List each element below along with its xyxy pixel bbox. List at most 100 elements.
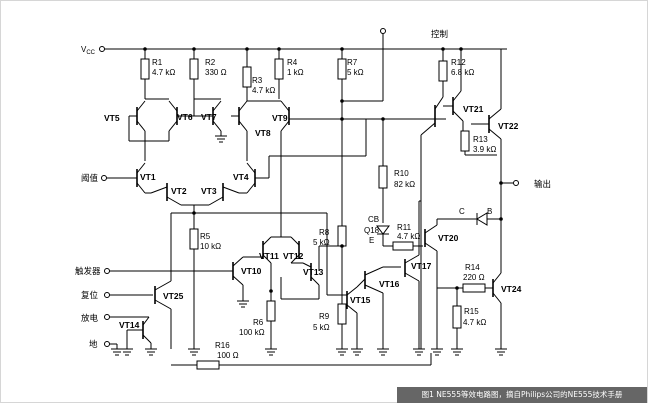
svg-text:VT7: VT7 [201,112,217,122]
svg-text:R14: R14 [465,263,480,272]
trigger-label: 触发器 [75,266,101,277]
svg-text:1 kΩ: 1 kΩ [287,68,304,77]
svg-text:VT1: VT1 [140,172,156,182]
svg-text:R1: R1 [152,58,163,67]
svg-text:4.7 kΩ: 4.7 kΩ [397,232,420,241]
ground-symbols [111,348,507,356]
resistor-r5: R5 10 kΩ [189,228,221,251]
svg-text:4.7 kΩ: 4.7 kΩ [463,318,486,327]
vt11: VT11 [259,236,279,264]
svg-text:VT10: VT10 [241,266,262,276]
resistor-r15: R15 4.7 kΩ [452,305,486,329]
svg-text:5 kΩ: 5 kΩ [313,323,330,332]
cb-diode: C B [459,207,501,226]
ground-label: 地 [89,339,98,350]
svg-text:VT4: VT4 [233,172,249,182]
svg-text:R3: R3 [252,76,263,85]
svg-text:VT3: VT3 [201,186,217,196]
q18-diode: CB Q18 E [364,215,390,246]
svg-text:VT21: VT21 [463,104,484,114]
svg-text:VT6: VT6 [177,112,193,122]
vt17: VT17 [404,254,432,282]
svg-text:VT14: VT14 [119,320,140,330]
vt24: VT24 [492,272,522,304]
svg-text:R12: R12 [451,58,466,67]
vt3: VT3 [201,183,240,206]
svg-text:330 Ω: 330 Ω [205,68,227,77]
svg-text:R8: R8 [319,228,330,237]
vt15: VT15 [346,286,371,314]
vt9: VT9 [272,100,297,132]
svg-text:5 kΩ: 5 kΩ [313,238,330,247]
vt16: VT16 [364,266,400,294]
vt10: VT10 [232,256,262,308]
vt1: VT1 [107,162,156,194]
junction-dots [143,47,503,293]
resistor-r2: R2 330 Ω [189,49,227,99]
svg-text:4.7 kΩ: 4.7 kΩ [152,68,175,77]
reset-label: 复位 [81,290,99,301]
svg-text:C: C [459,207,465,216]
reset-input[interactable]: 复位 [81,290,153,301]
svg-text:R5: R5 [200,232,211,241]
resistor-r4: R4 1 kΩ [274,49,304,99]
svg-text:VT15: VT15 [350,295,371,305]
svg-text:220 Ω: 220 Ω [463,273,485,282]
figure-caption: 图1 NE555等效电路图，摘自Philips公司的NE555技术手册 [397,387,647,403]
control-label: 控制 [431,29,448,40]
vcc-label: VCC [81,45,96,56]
svg-text:3.9 kΩ: 3.9 kΩ [473,145,496,154]
resistor-r12: R12 6.8 kΩ [438,49,474,97]
resistor-r7: R7 5 kΩ [337,49,364,101]
resistor-r6: R6 100 kΩ [239,291,276,349]
resistor-r10: R10 82 kΩ [378,165,415,189]
resistor-r9: R9 5 kΩ [313,303,347,332]
svg-text:VT24: VT24 [501,284,522,294]
svg-text:VT16: VT16 [379,279,400,289]
output-terminal[interactable]: 输出 [501,179,551,190]
svg-text:R13: R13 [473,135,488,144]
resistor-r13: R13 3.9 kΩ [460,130,496,154]
vt5: VT5 [104,100,146,132]
vt21-upper [420,96,444,349]
svg-text:82 kΩ: 82 kΩ [394,180,415,189]
svg-text:100 kΩ: 100 kΩ [239,328,265,337]
svg-text:VT11: VT11 [259,251,279,261]
svg-text:E: E [369,236,374,245]
svg-text:5 kΩ: 5 kΩ [347,68,364,77]
svg-text:VT22: VT22 [498,121,519,131]
svg-text:VT8: VT8 [255,128,271,138]
svg-text:VT2: VT2 [171,186,187,196]
svg-text:R2: R2 [205,58,216,67]
svg-text:VT13: VT13 [303,267,324,277]
discharge-label: 放电 [81,313,99,324]
svg-text:VT20: VT20 [438,233,459,243]
vcc-rail: VCC [81,45,507,56]
vt25: VT25 [154,280,184,310]
vt8: VT8 [231,100,271,138]
vt20: VT20 [424,224,459,252]
discharge-input[interactable]: 放电 [81,313,149,324]
resistor-r3: R3 4.7 kΩ [242,49,275,101]
trigger-input[interactable]: 触发器 [75,266,233,277]
svg-text:R6: R6 [253,318,264,327]
vt4: VT4 [233,162,269,194]
resistor-r8: R8 5 kΩ [313,225,347,247]
vt6: VT6 [168,100,193,132]
svg-text:6.8 kΩ: 6.8 kΩ [451,68,474,77]
output-label: 输出 [534,179,551,190]
vt2: VT2 [150,183,187,206]
svg-text:CB: CB [368,215,379,224]
threshold-label: 阈值 [81,173,99,184]
vt12: VT12 [283,236,304,264]
svg-text:VT25: VT25 [163,291,184,301]
svg-text:R10: R10 [394,169,409,178]
threshold-input[interactable]: 阈值 [81,173,107,184]
svg-text:B: B [487,207,492,216]
ground-input[interactable]: 地 [89,339,118,350]
vt22: VT22 [471,108,519,140]
vt7: VT7 [201,100,222,132]
svg-text:VT12: VT12 [283,251,304,261]
